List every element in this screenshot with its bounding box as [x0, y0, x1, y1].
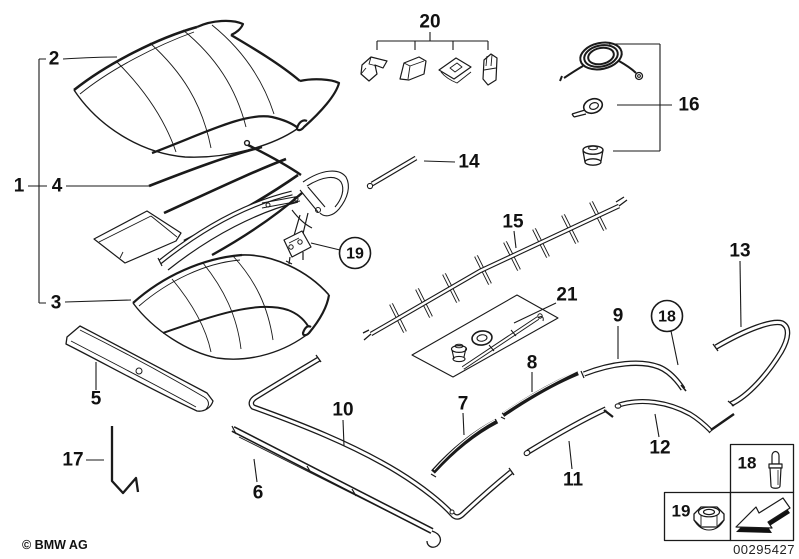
part-fastener-set: [360, 53, 498, 86]
callout-2: 2: [49, 49, 60, 70]
part-rear-quarter-panel: [93, 210, 182, 264]
callout-8: 8: [527, 353, 538, 374]
part-retainer-hook: [110, 426, 140, 495]
callout-14: 14: [458, 152, 480, 173]
part-strip-8: [500, 370, 579, 420]
part-seal-frame-10: [248, 354, 515, 520]
part-strip-9: [580, 360, 687, 392]
callout-4: 4: [52, 176, 63, 197]
callout-15: 15: [502, 212, 524, 233]
callout-3: 3: [51, 293, 62, 314]
callout-16: 16: [678, 95, 699, 116]
callout-6: 6: [253, 483, 264, 504]
callout-9: 9: [613, 306, 624, 327]
callout-17: 17: [62, 450, 83, 471]
legend-box-18: [729, 443, 795, 494]
part-strip-12: [614, 399, 735, 434]
part-front-bow-frame: [157, 170, 349, 271]
part-number-label: 00295427: [733, 542, 795, 557]
direction-of-travel-arrow-icon: [735, 497, 791, 533]
callout-19-circled: 19: [338, 236, 372, 270]
callout-10: 10: [332, 400, 353, 421]
callout-13: 13: [729, 241, 750, 262]
part-front-panel: [65, 325, 214, 412]
callout-18-label: 18: [658, 309, 676, 326]
part-kit-box-21: [411, 294, 559, 378]
part-top-cover: [73, 19, 341, 158]
blind-rivet-icon: [768, 450, 783, 489]
callout-1: 1: [14, 176, 25, 197]
callout-leader-lines: [28, 32, 742, 483]
callout-20: 20: [419, 12, 440, 33]
part-front-rail-6: [231, 425, 442, 548]
legend-19-label: 19: [672, 502, 691, 521]
legend-18-label: 18: [738, 454, 757, 473]
callout-labels: 1 2 3 4 5 6 7 8 9 10 11 12 13 14 15 16 1…: [14, 12, 751, 504]
callout-19-label: 19: [346, 246, 364, 263]
callout-21: 21: [556, 285, 578, 306]
part-cable-set: [559, 41, 644, 166]
legend: 18 19 00295427: [663, 443, 795, 557]
part-headliner: [132, 253, 331, 360]
part-strip-11: [523, 406, 614, 457]
callout-11: 11: [563, 470, 584, 491]
hex-nut-icon: [693, 506, 725, 531]
callout-18-circled: 18: [650, 299, 684, 333]
part-strip-7: [430, 418, 499, 478]
callout-5: 5: [91, 389, 102, 410]
part-seal-strip-14: [366, 155, 418, 190]
callout-7: 7: [458, 394, 469, 415]
copyright-label: © BMW AG: [22, 538, 88, 552]
callout-12: 12: [649, 438, 670, 459]
part-tacking-rail: [362, 196, 628, 341]
part-strip-13: [712, 319, 791, 407]
